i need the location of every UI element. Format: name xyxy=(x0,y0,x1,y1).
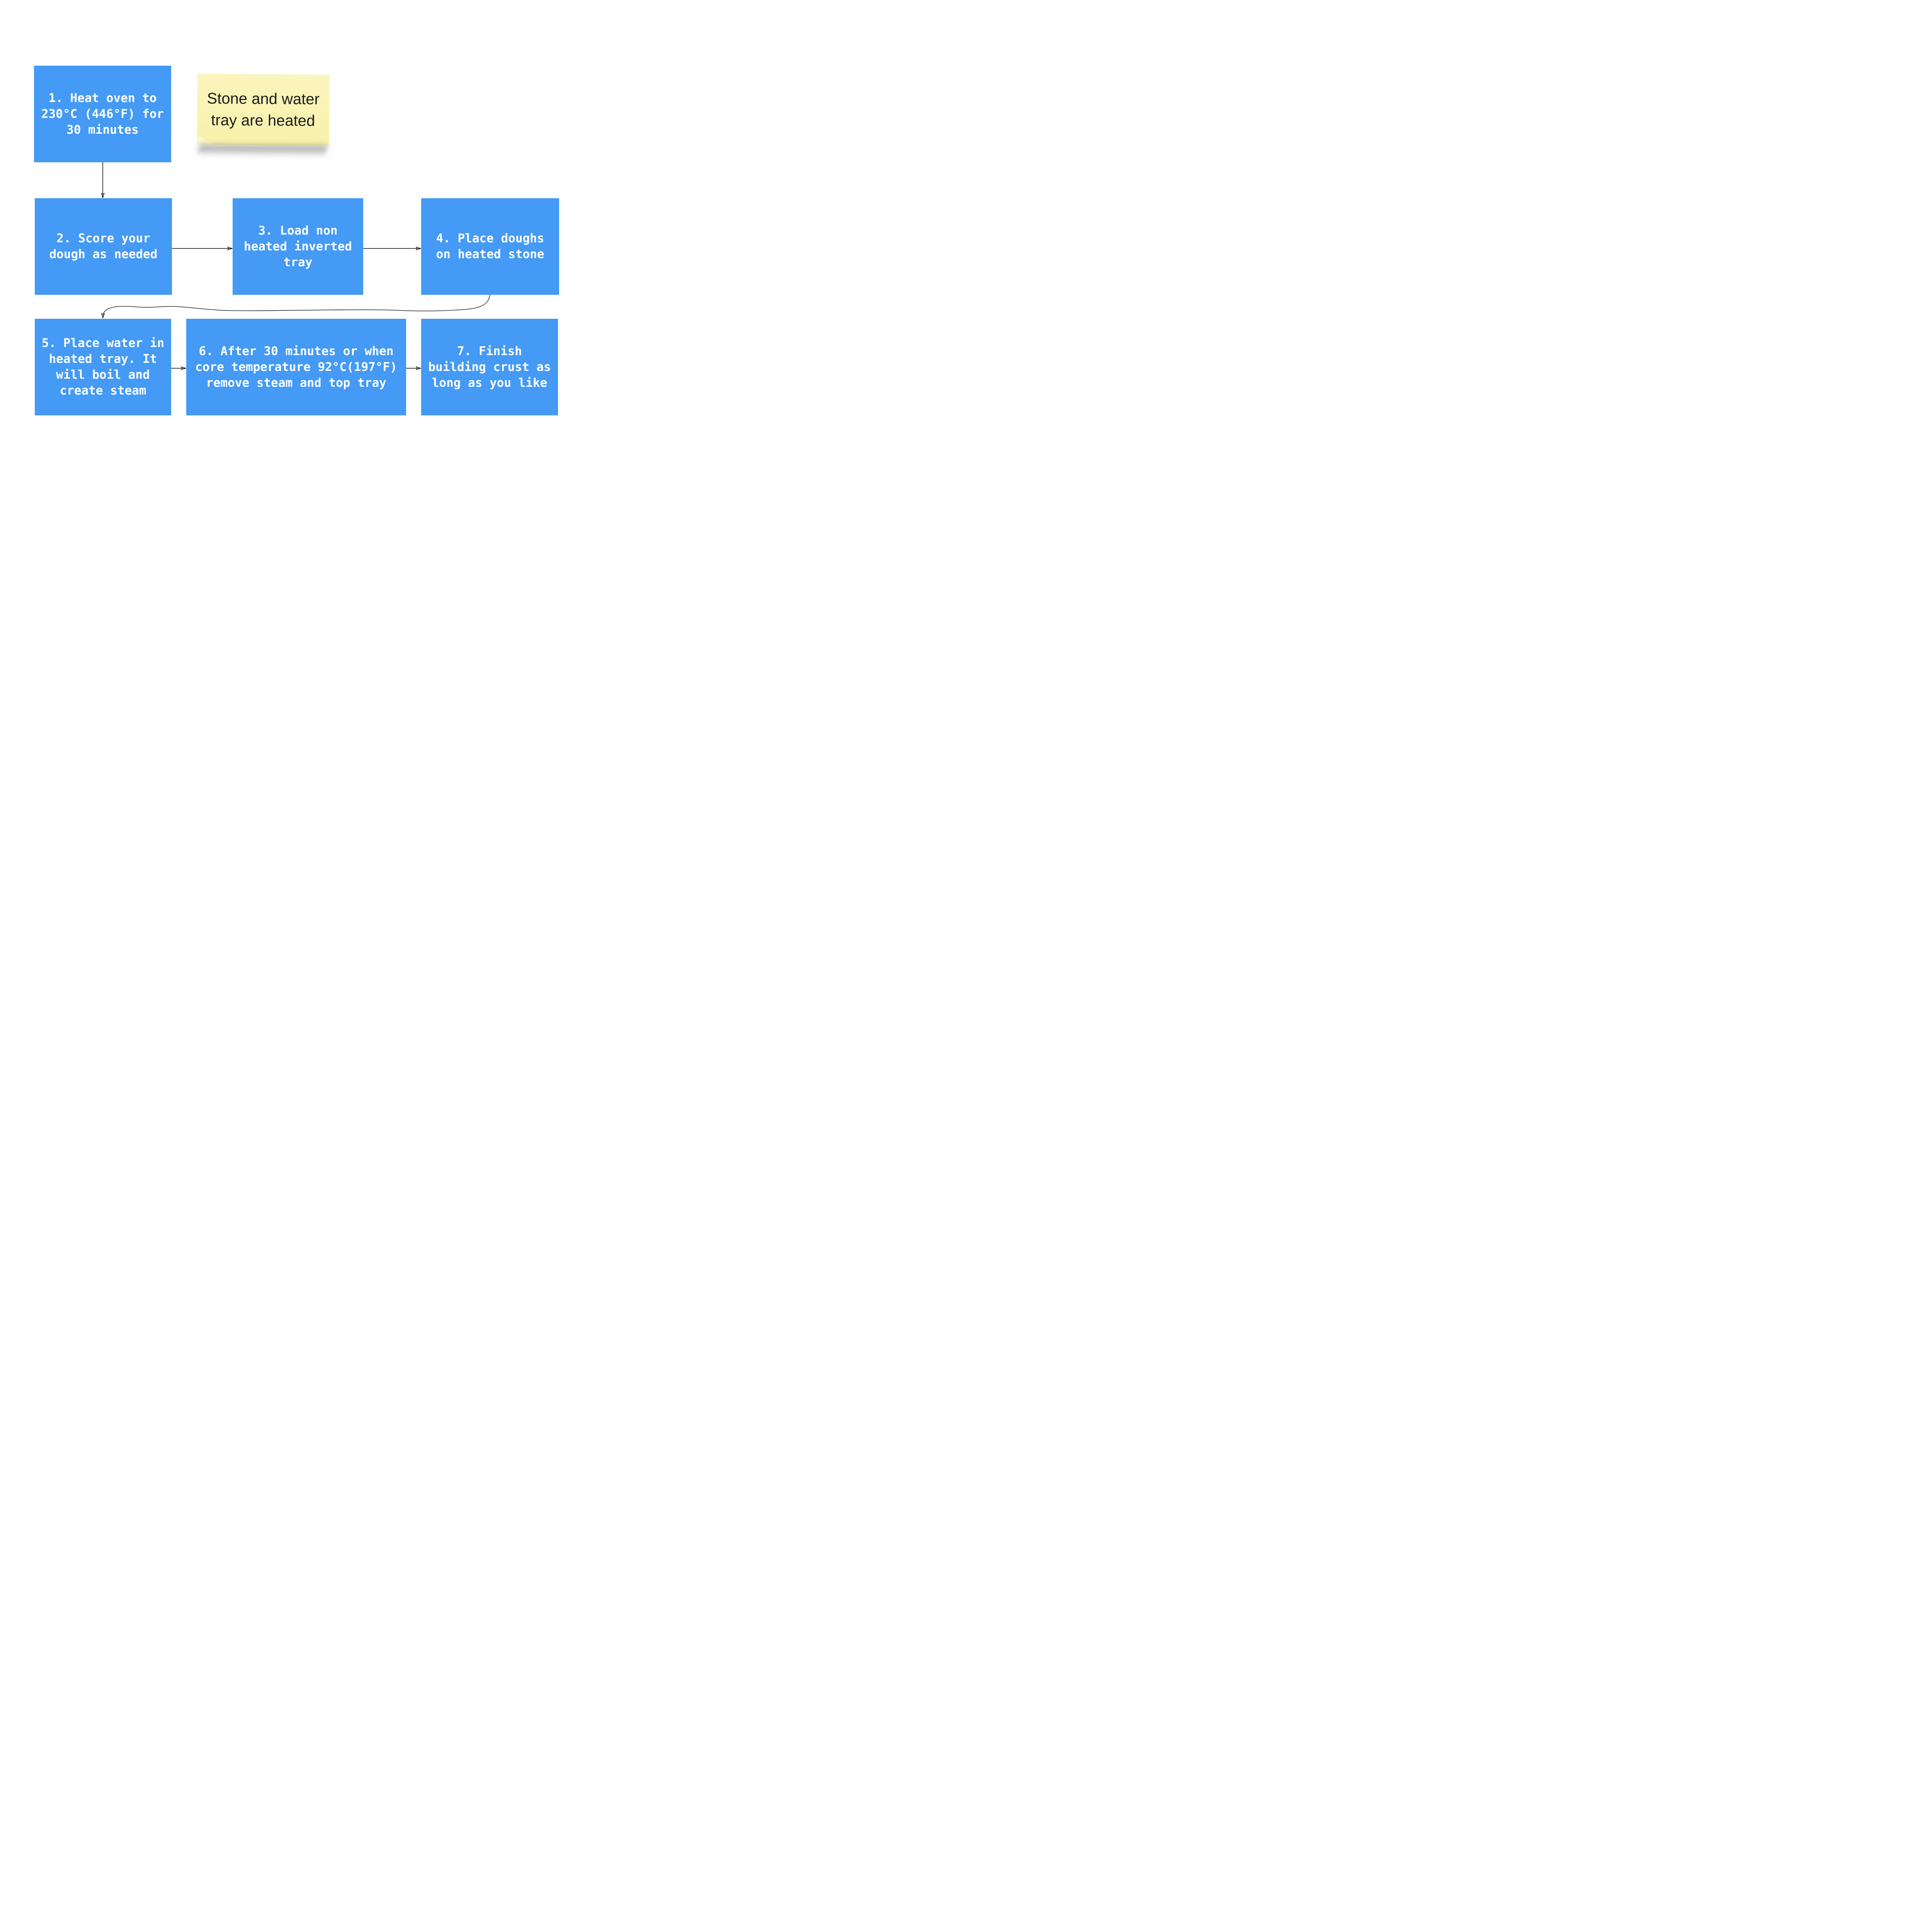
step-box-3: 3. Load non heated inverted tray xyxy=(233,198,363,295)
connector-step4-step5 xyxy=(103,294,490,318)
step-box-2: 2. Score your dough as needed xyxy=(35,198,172,295)
step-box-7: 7. Finish building crust as long as you … xyxy=(421,319,558,415)
step-box-6: 6. After 30 minutes or when core tempera… xyxy=(186,319,406,415)
step-box-1: 1. Heat oven to 230°C (446°F) for 30 min… xyxy=(34,66,171,162)
sticky-note: Stone and water tray are heated xyxy=(197,73,330,146)
step-box-5: 5. Place water in heated tray. It will b… xyxy=(35,319,171,415)
flowchart-canvas: 1. Heat oven to 230°C (446°F) for 30 min… xyxy=(0,0,600,488)
step-box-4: 4. Place doughs on heated stone xyxy=(421,198,559,295)
